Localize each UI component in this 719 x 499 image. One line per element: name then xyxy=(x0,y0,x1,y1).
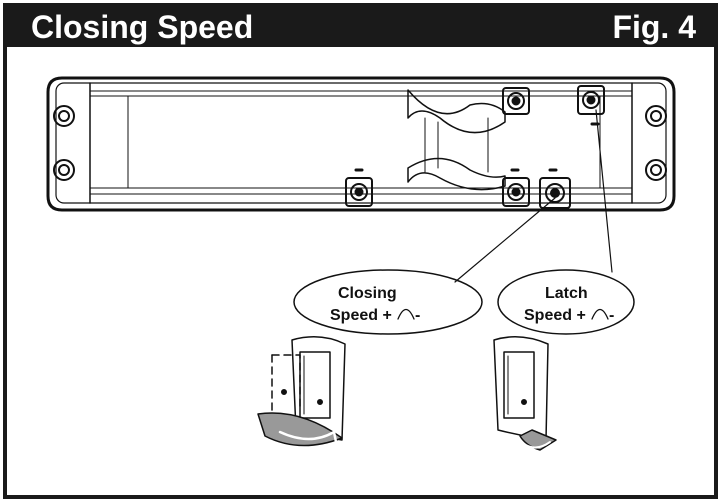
closing-callout-line1: Closing xyxy=(338,285,397,302)
figure-number: Fig. 4 xyxy=(612,9,696,45)
latch-callout-line2: Speed + xyxy=(524,307,586,324)
latch-callout-minus: - xyxy=(609,307,614,324)
closing-callout-minus: - xyxy=(415,307,420,324)
latch-speed-callout: Latch Speed + - xyxy=(497,269,635,335)
door-closing-icon xyxy=(257,336,346,447)
adjust-arc-icon xyxy=(591,308,609,320)
leader-lines xyxy=(454,109,613,283)
figure-header: Closing Speed Fig. 4 xyxy=(7,7,714,47)
figure-title: Closing Speed xyxy=(31,9,254,45)
adjust-arc-icon xyxy=(397,308,415,320)
closing-callout-line2: Speed + xyxy=(330,307,392,324)
door-latch-icon xyxy=(493,336,557,451)
latch-callout-line1: Latch xyxy=(545,285,588,302)
closing-speed-callout: Closing Speed + - xyxy=(293,269,483,335)
mounting-screw-icon xyxy=(53,105,667,181)
adjusting-screw-icon xyxy=(345,85,605,209)
